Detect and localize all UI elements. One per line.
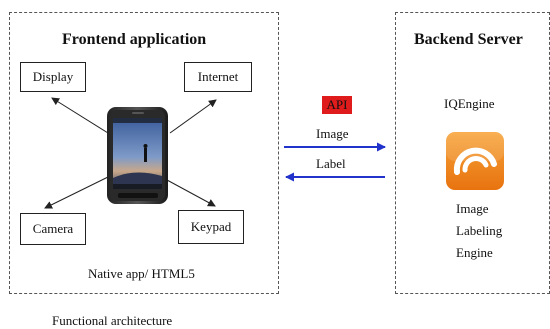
frontend-panel	[9, 12, 279, 294]
keypad-label: Keypad	[190, 219, 232, 234]
response-label: Label	[316, 156, 346, 171]
request-label: Image	[316, 126, 349, 141]
backend-service-name: IQEngine	[444, 96, 495, 111]
smartphone-image	[107, 107, 168, 204]
display-box: Display	[20, 62, 86, 92]
api-badge: API	[322, 96, 352, 114]
arrow-to-internet	[169, 99, 217, 134]
engine-line-3: Engine	[456, 245, 493, 260]
display-label: Display	[32, 69, 74, 84]
arrow-to-display	[51, 97, 109, 134]
frontend-title: Frontend application	[62, 31, 207, 48]
internet-label: Internet	[197, 69, 239, 84]
backend-title: Backend Server	[414, 31, 523, 48]
internet-box: Internet	[184, 62, 252, 92]
iqengine-logo	[446, 132, 504, 190]
api-label: API	[326, 97, 348, 112]
engine-line-1: Image	[456, 201, 489, 216]
arrow-to-camera	[44, 176, 109, 209]
camera-box: Camera	[20, 213, 86, 245]
frontend-footer: Native app/ HTML5	[88, 266, 195, 281]
keypad-box: Keypad	[178, 210, 244, 244]
arrow-to-keypad	[166, 179, 216, 207]
engine-line-2: Labeling	[456, 223, 503, 238]
camera-label: Camera	[32, 221, 74, 236]
